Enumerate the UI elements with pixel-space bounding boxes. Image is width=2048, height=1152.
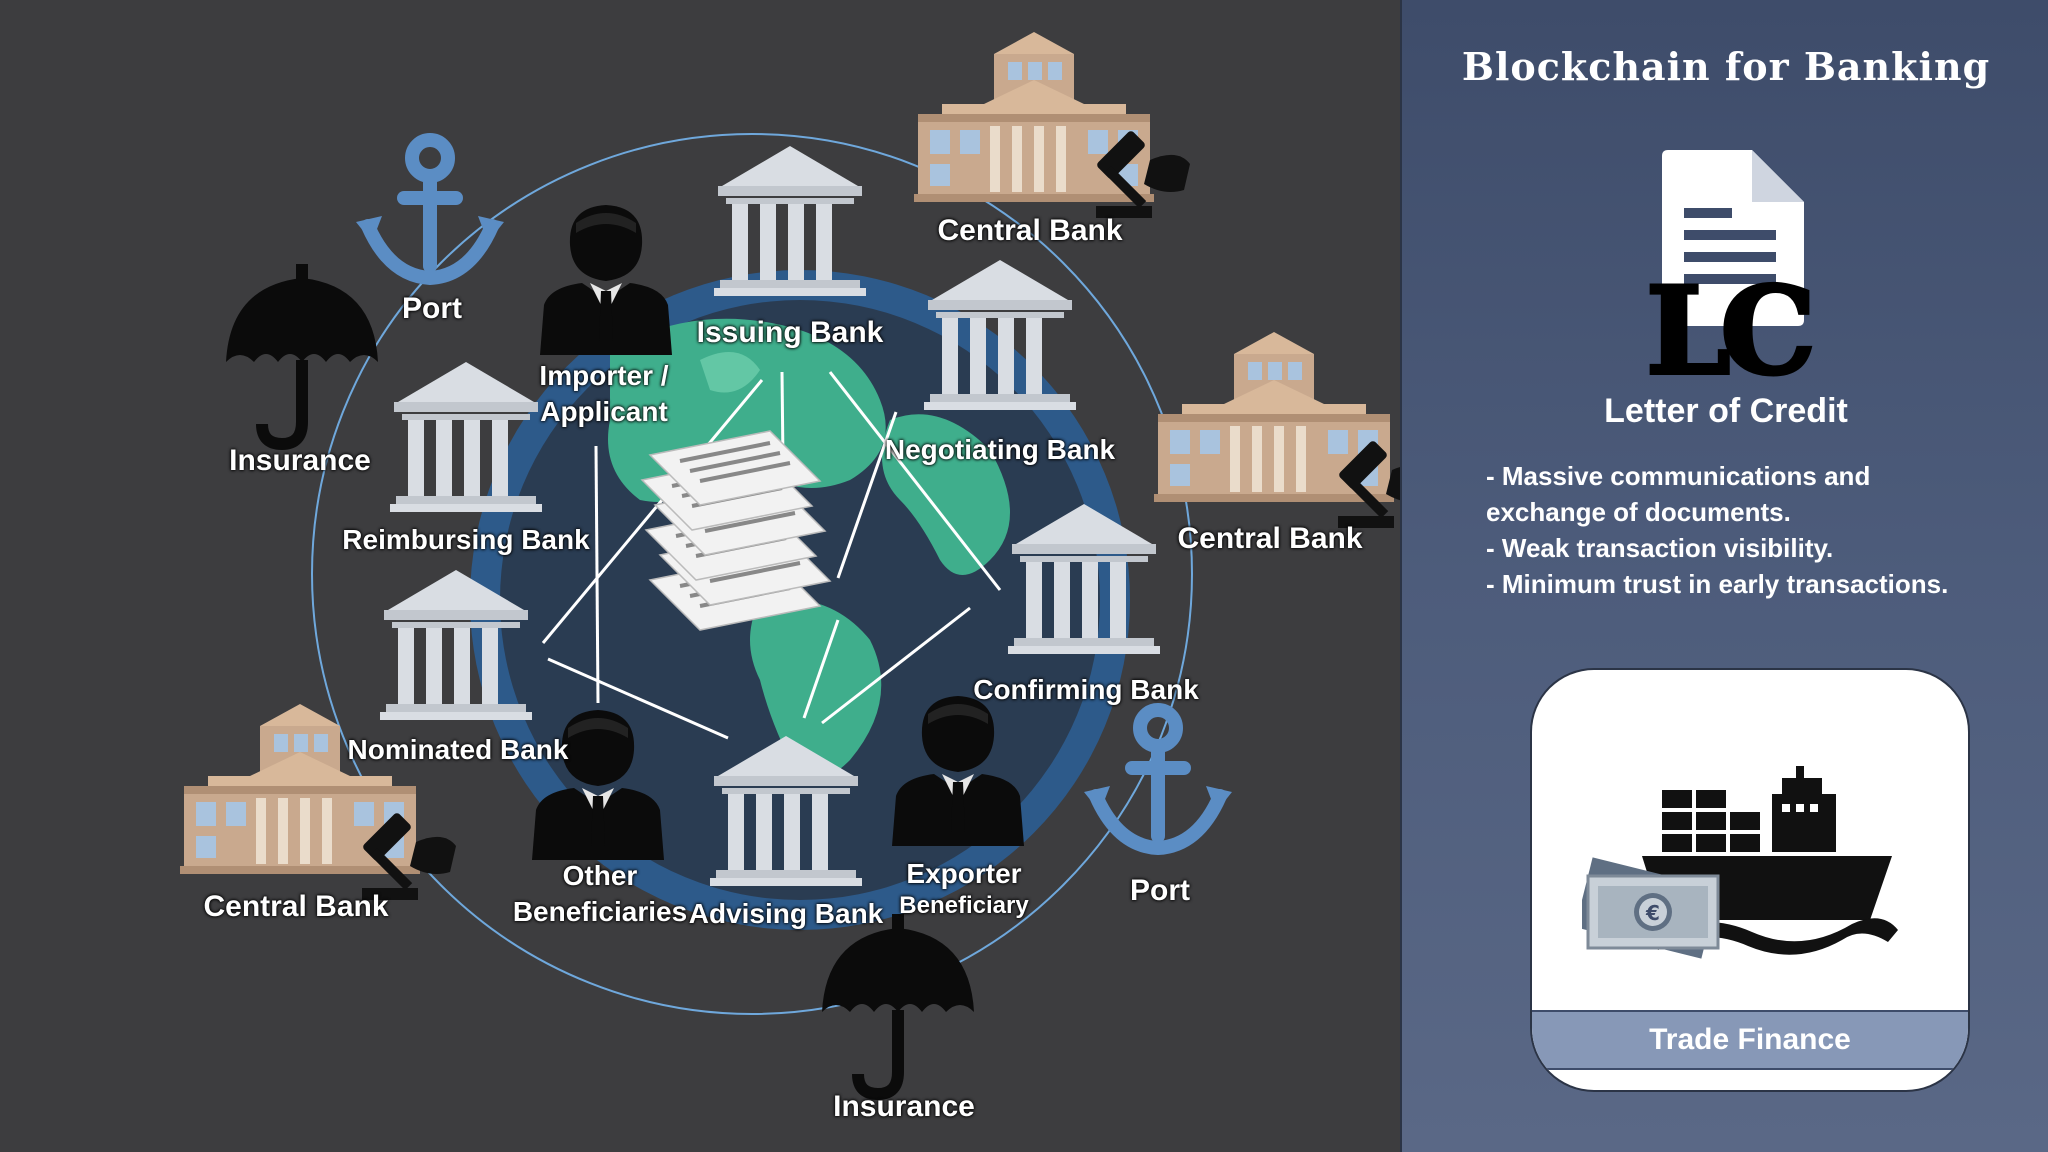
central-bank-label: Central Bank <box>1177 522 1363 555</box>
trade-finance-card: € Trade Finance <box>1532 670 1968 1090</box>
umbrella-icon <box>822 914 974 1094</box>
bullet-item: - Minimum trust in early transactions. <box>1486 569 1949 599</box>
bullet-item: exchange of documents. <box>1486 497 1791 527</box>
lc-title: Letter of Credit <box>1604 392 1848 430</box>
banknote-icon: € <box>1582 857 1720 959</box>
lc-abbreviation: LC <box>1644 261 1818 402</box>
bank-icon <box>924 260 1076 410</box>
svg-text:€: € <box>1645 901 1660 925</box>
bullet-item: - Weak transaction visibility. <box>1486 533 1834 563</box>
anchor-icon <box>1084 710 1232 848</box>
bullet-list: - Massive communications and exchange of… <box>1486 458 2026 602</box>
confirming-bank-label: Confirming Bank <box>973 674 1199 705</box>
beneficiaries-label: Beneficiaries <box>512 896 688 927</box>
beneficiary-label: Beneficiary <box>899 892 1029 919</box>
bullet-item: - Massive communications and <box>1486 461 1871 491</box>
businessman-icon <box>540 205 672 355</box>
insurance-label: Insurance <box>833 1090 975 1123</box>
exporter-label: Exporter <box>906 858 1022 889</box>
issuing-bank-label: Issuing Bank <box>696 316 884 349</box>
advising-bank-label: Advising Bank <box>688 898 884 929</box>
nominated-bank-label: Nominated Bank <box>347 734 569 765</box>
central-bank-label: Central Bank <box>203 890 389 923</box>
cargo-ship-icon: € <box>1582 766 1898 959</box>
umbrella-icon <box>226 264 378 444</box>
other-label: Other <box>562 860 638 891</box>
anchor-icon <box>356 140 504 278</box>
orbit-ring <box>311 133 1193 1015</box>
info-panel: Blockchain for Banking LC Letter of Cred… <box>1400 0 2048 1152</box>
port-label: Port <box>402 292 462 325</box>
central-bank-label: Central Bank <box>937 214 1123 247</box>
panel-title: Blockchain for Banking <box>1461 44 1991 89</box>
document-icon <box>1662 150 1804 326</box>
negotiating-bank-label: Negotiating Bank <box>884 434 1116 465</box>
reimbursing-bank-label: Reimbursing Bank <box>342 524 590 555</box>
port-label: Port <box>1130 874 1190 907</box>
trade-finance-label: Trade Finance <box>1532 1010 1968 1070</box>
insurance-label: Insurance <box>229 444 371 477</box>
applicant-label: Applicant <box>540 396 668 427</box>
importer-label: Importer / <box>539 360 669 391</box>
